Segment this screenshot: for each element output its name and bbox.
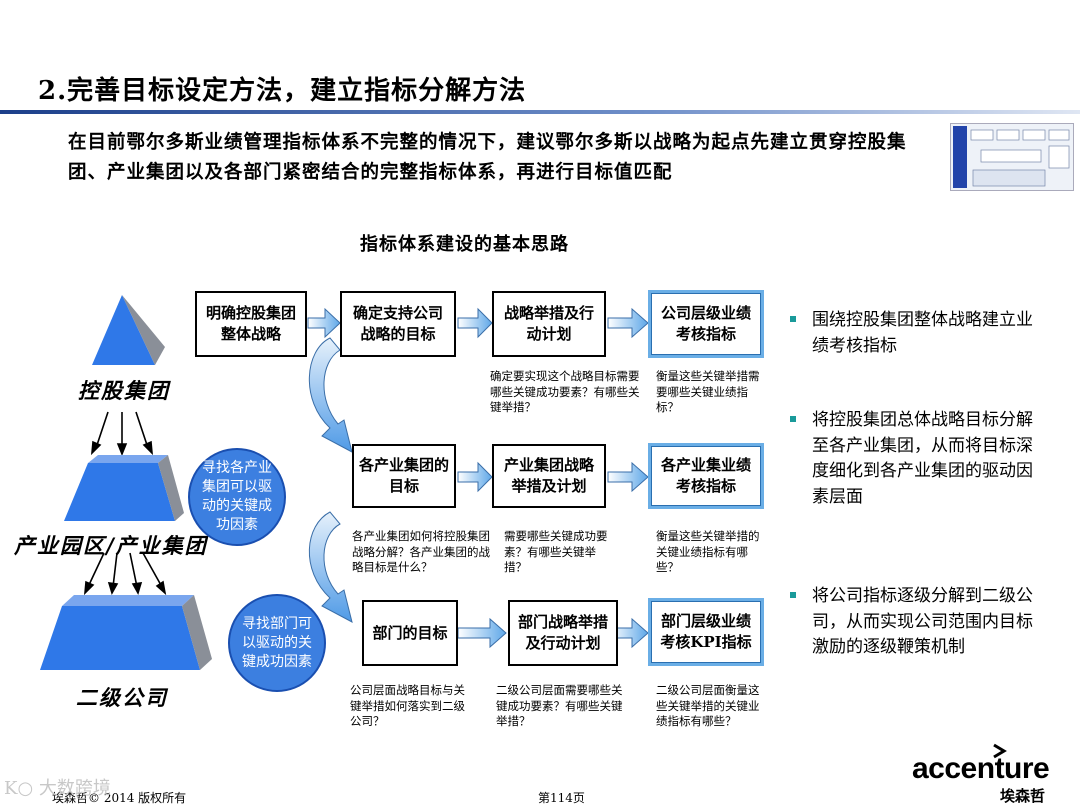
row1-arrows (307, 307, 649, 339)
box-industry-kpi: 各产业集业绩考核指标 (648, 443, 764, 509)
bullet-1: 围绕控股集团整体战略建立业绩考核指标 (790, 308, 1035, 359)
copyright-text: 埃森哲© 2014 版权所有 (52, 791, 187, 805)
bullet-text: 围绕控股集团整体战略建立业绩考核指标 (812, 310, 1033, 356)
box-strategic-initiatives: 战略举措及行动计划 (492, 291, 606, 357)
bullet-2: 将控股集团总体战略目标分解至各产业集团，从而将目标深度细化到各产业集团的驱动因素… (790, 408, 1035, 510)
note-row3-objectives: 公司层面战略目标与关键举措如何落实到二级公司？ (350, 683, 465, 728)
note-row2-objectives: 各产业集团如何将控股集团战略分解？各产业集团的战略目标是什么？ (352, 529, 490, 574)
box-company-kpi: 公司层级业绩考核指标 (648, 290, 764, 358)
level-label-industry: 产业园区/产业集团 (14, 533, 208, 558)
watermark: K○ 大数跨境 (4, 778, 111, 799)
arrows-industry-to-subsidiary (84, 552, 167, 596)
box-industry-initiatives: 产业集团战略举措及计划 (492, 444, 606, 508)
circle-industry-kfs: 寻找各产业集团可以驱动的关键成功因素 (188, 448, 286, 546)
accenture-logo-cn: 埃森哲 (1000, 787, 1046, 805)
box-company-objectives: 确定支持公司战略的目标 (340, 291, 456, 357)
block-shape (40, 606, 200, 670)
slide-thumbnail (950, 123, 1074, 191)
bullet-square (790, 416, 796, 422)
diagram-subtitle: 指标体系建设的基本思路 (360, 234, 569, 255)
circle-dept-kfs: 寻找部门可以驱动的关键成功因素 (228, 594, 326, 692)
bullet-text: 将公司指标逐级分解到二级公司，从而实现公司范围内目标激励的逐级鞭策机制 (812, 586, 1033, 657)
note-row2-initiatives: 需要哪些关键成功要素？有哪些关键举措？ (504, 529, 608, 574)
box-group-strategy: 明确控股集团整体战略 (195, 291, 307, 357)
page-title: 2.完善目标设定方法，建立指标分解方法 (38, 76, 527, 106)
accenture-chevron-icon (993, 743, 1007, 759)
box-dept-kpi: 部门层级业绩考核KPI指标 (648, 598, 764, 666)
level-shapes (40, 295, 212, 670)
note-row2-kpi: 衡量这些关键举措的关键业绩指标有哪些？ (656, 529, 760, 574)
row2-arrows (457, 461, 649, 493)
intro-text: 在目前鄂尔多斯业绩管理指标体系不完整的情况下，建议鄂尔多斯以战略为起点先建立贯穿… (68, 132, 907, 183)
arrows-group-to-industry (91, 411, 153, 457)
bullet-text: 将控股集团总体战略目标分解至各产业集团，从而将目标深度细化到各产业集团的驱动因素… (812, 410, 1033, 507)
level-label-subsidiary: 二级公司 (76, 685, 168, 710)
curved-arrow-2 (308, 511, 353, 623)
trapezoid-shape (64, 463, 175, 521)
bullet-square (790, 316, 796, 322)
note-row3-kpi: 二级公司层面衡量这些关键举措的关键业绩指标有哪些？ (656, 683, 760, 728)
page-number: 第114页 (538, 791, 585, 805)
level-label-group: 控股集团 (78, 378, 170, 403)
box-industry-objectives: 各产业集团的目标 (352, 444, 456, 508)
note-row3-initiatives: 二级公司层面需要哪些关键成功要素？有哪些关键举措？ (496, 683, 623, 728)
pyramid-shape (92, 295, 155, 365)
title-divider (0, 110, 1080, 114)
accenture-logo: accenture (912, 752, 1050, 785)
note-row1-initiatives: 确定要实现这个战略目标需要哪些关键成功要素？有哪些关键举措？ (490, 369, 640, 414)
bullet-3: 将公司指标逐级分解到二级公司，从而实现公司范围内目标激励的逐级鞭策机制 (790, 584, 1035, 661)
box-dept-initiatives: 部门战略举措及行动计划 (508, 600, 618, 666)
bullet-square (790, 592, 796, 598)
box-dept-objectives: 部门的目标 (362, 600, 458, 666)
note-row1-kpi: 衡量这些关键举措需要哪些关键业绩指标？ (656, 369, 760, 414)
